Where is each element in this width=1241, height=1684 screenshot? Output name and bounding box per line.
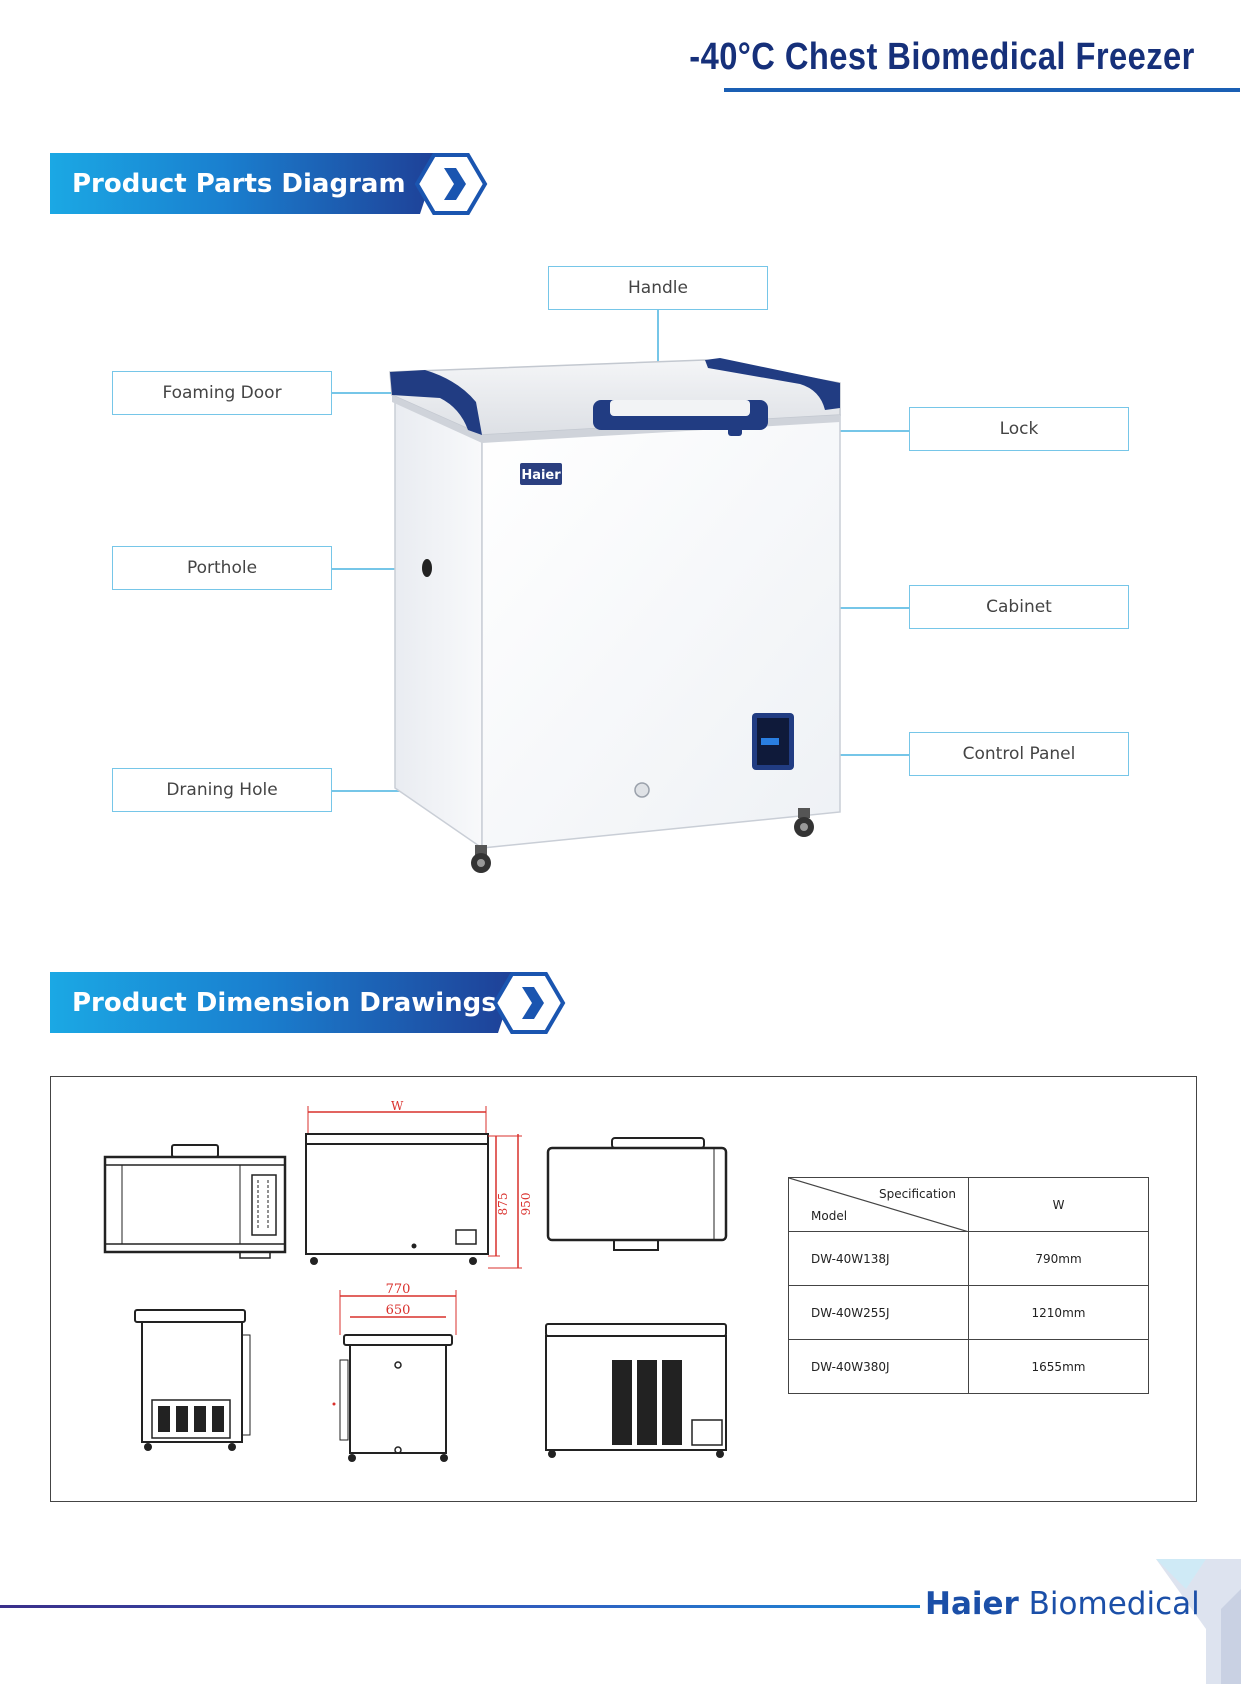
w-cell: 1655mm <box>968 1339 1149 1394</box>
callout-draning-hole-label: Draning Hole <box>166 780 278 800</box>
freezer-illustration: Haier <box>389 358 841 873</box>
dim-770-label: 770 <box>386 1282 411 1297</box>
callout-handle-label: Handle <box>628 278 688 298</box>
header-specification: Specification <box>878 1187 956 1201</box>
freezer-logo: Haier <box>521 468 561 483</box>
spec-table: Specification Model W DW-40W138J 790mm D… <box>788 1177 1149 1394</box>
table-row: DW-40W380J 1655mm <box>788 1339 1149 1394</box>
drawing-top-view <box>103 1144 287 1259</box>
callout-cabinet: Cabinet <box>909 585 1129 629</box>
footer-brand-rest: Biomedical <box>1018 1586 1200 1622</box>
drawing-depth-view: 770 650 <box>332 1282 457 1462</box>
leader-porthole <box>332 568 427 570</box>
callout-foaming-door: Foaming Door <box>112 371 332 415</box>
table-row: DW-40W138J 790mm <box>788 1231 1149 1286</box>
leader-control-panel <box>810 754 909 756</box>
spec-table-header-row: Specification Model W <box>788 1177 1149 1232</box>
footer-brand-bold: Haier <box>925 1586 1019 1622</box>
spec-table-header-diagonal: Specification Model <box>788 1177 969 1232</box>
callout-handle: Handle <box>548 266 768 310</box>
section-title-dimensions: Product Dimension Drawings <box>72 987 497 1018</box>
dim-875-label: 875 <box>496 1193 510 1216</box>
title-rule <box>724 88 1240 92</box>
dim-650-label: 650 <box>386 1303 411 1318</box>
model-cell: DW-40W255J <box>788 1285 969 1340</box>
section-banner-dimensions: Product Dimension Drawings <box>50 972 518 1033</box>
corner-decoration <box>1156 1559 1241 1684</box>
callout-draning-hole: Draning Hole <box>112 768 332 812</box>
dim-950-label: 950 <box>519 1193 533 1216</box>
callout-control-panel-label: Control Panel <box>962 744 1076 764</box>
drawing-side-view <box>134 1309 251 1451</box>
callout-control-panel: Control Panel <box>909 732 1129 776</box>
section-title-parts: Product Parts Diagram <box>72 168 406 199</box>
w-cell: 1210mm <box>968 1285 1149 1340</box>
header-w: W <box>968 1177 1149 1232</box>
chevron-right-icon <box>492 972 566 1034</box>
footer-brand-logo: Haier Biomedical <box>925 1586 1200 1622</box>
callout-foaming-door-label: Foaming Door <box>162 383 282 403</box>
drawing-rear-view <box>545 1323 727 1458</box>
w-cell: 790mm <box>968 1231 1149 1286</box>
callout-lock-label: Lock <box>999 419 1039 439</box>
dim-w-label: W <box>391 1100 404 1113</box>
section-banner-parts: Product Parts Diagram <box>50 153 440 214</box>
chevron-right-icon <box>414 153 488 215</box>
callout-cabinet-label: Cabinet <box>986 597 1052 617</box>
drawing-rear-top-view <box>546 1137 728 1251</box>
callout-porthole-label: Porthole <box>186 558 258 578</box>
model-cell: DW-40W138J <box>788 1231 969 1286</box>
callout-porthole: Porthole <box>112 546 332 590</box>
drawing-front-view: W 875 950 <box>305 1100 533 1269</box>
footer-rule <box>0 1605 920 1608</box>
table-row: DW-40W255J 1210mm <box>788 1285 1149 1340</box>
page-title: -40°C Chest Biomedical Freezer <box>689 36 1195 78</box>
callout-lock: Lock <box>909 407 1129 451</box>
header-model: Model <box>811 1209 848 1223</box>
model-cell: DW-40W380J <box>788 1339 969 1394</box>
dimension-drawings-frame <box>50 1076 1197 1502</box>
